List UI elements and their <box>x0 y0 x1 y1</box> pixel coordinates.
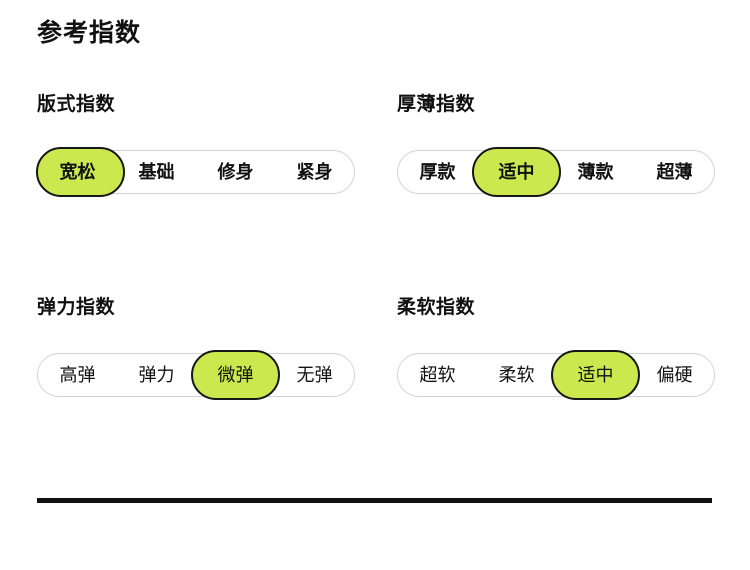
segment-option-0[interactable]: 高弹 <box>59 365 96 385</box>
segment-option-0[interactable]: 宽松 <box>59 162 96 182</box>
bottom-divider <box>37 498 712 503</box>
page-title: 参考指数 <box>37 19 142 47</box>
group-title: 厚薄指数 <box>397 94 476 115</box>
segment-option-1[interactable]: 弹力 <box>138 365 175 385</box>
segment-option-0[interactable]: 厚款 <box>419 162 456 182</box>
segment-option-2[interactable]: 薄款 <box>577 162 614 182</box>
segment-option-3[interactable]: 紧身 <box>296 162 333 182</box>
index-group-row-2: 弹力指数 高弹 弹力 微弹 无弹 柔软指数 超软 柔软 适中 偏硬 <box>0 295 750 498</box>
index-group-rouruan: 柔软指数 超软 柔软 适中 偏硬 <box>397 295 717 400</box>
selected-knob <box>472 147 561 197</box>
segment-option-1[interactable]: 基础 <box>138 162 175 182</box>
index-group-banshi: 版式指数 宽松 基础 修身 紧身 <box>36 92 357 197</box>
segment-option-2[interactable]: 修身 <box>217 162 254 182</box>
segment-option-3[interactable]: 超薄 <box>656 162 693 182</box>
selected-knob <box>551 350 640 400</box>
segmented-control-danli[interactable]: 高弹 弹力 微弹 无弹 <box>37 350 355 400</box>
group-title: 柔软指数 <box>397 297 476 318</box>
segment-option-3[interactable]: 偏硬 <box>656 365 693 385</box>
index-groups: 版式指数 宽松 基础 修身 紧身 厚薄指数 厚款 适中 薄款 超薄 <box>0 92 750 498</box>
index-group-row-1: 版式指数 宽松 基础 修身 紧身 厚薄指数 厚款 适中 薄款 超薄 <box>0 92 750 295</box>
segmented-control-rouruan[interactable]: 超软 柔软 适中 偏硬 <box>397 350 715 400</box>
index-group-houbao: 厚薄指数 厚款 适中 薄款 超薄 <box>397 92 717 197</box>
segment-option-1[interactable]: 柔软 <box>498 365 535 385</box>
group-title: 版式指数 <box>37 94 116 115</box>
segment-option-3[interactable]: 无弹 <box>296 365 333 385</box>
index-group-danli: 弹力指数 高弹 弹力 微弹 无弹 <box>37 295 357 400</box>
segment-option-1[interactable]: 适中 <box>498 162 535 182</box>
segmented-control-houbao[interactable]: 厚款 适中 薄款 超薄 <box>397 147 715 197</box>
selected-knob <box>191 350 280 400</box>
segmented-control-banshi[interactable]: 宽松 基础 修身 紧身 <box>36 147 355 197</box>
selected-knob <box>36 147 125 197</box>
segment-option-0[interactable]: 超软 <box>419 365 456 385</box>
group-title: 弹力指数 <box>37 297 116 318</box>
segment-option-2[interactable]: 适中 <box>577 365 614 385</box>
segment-option-2[interactable]: 微弹 <box>217 365 254 385</box>
